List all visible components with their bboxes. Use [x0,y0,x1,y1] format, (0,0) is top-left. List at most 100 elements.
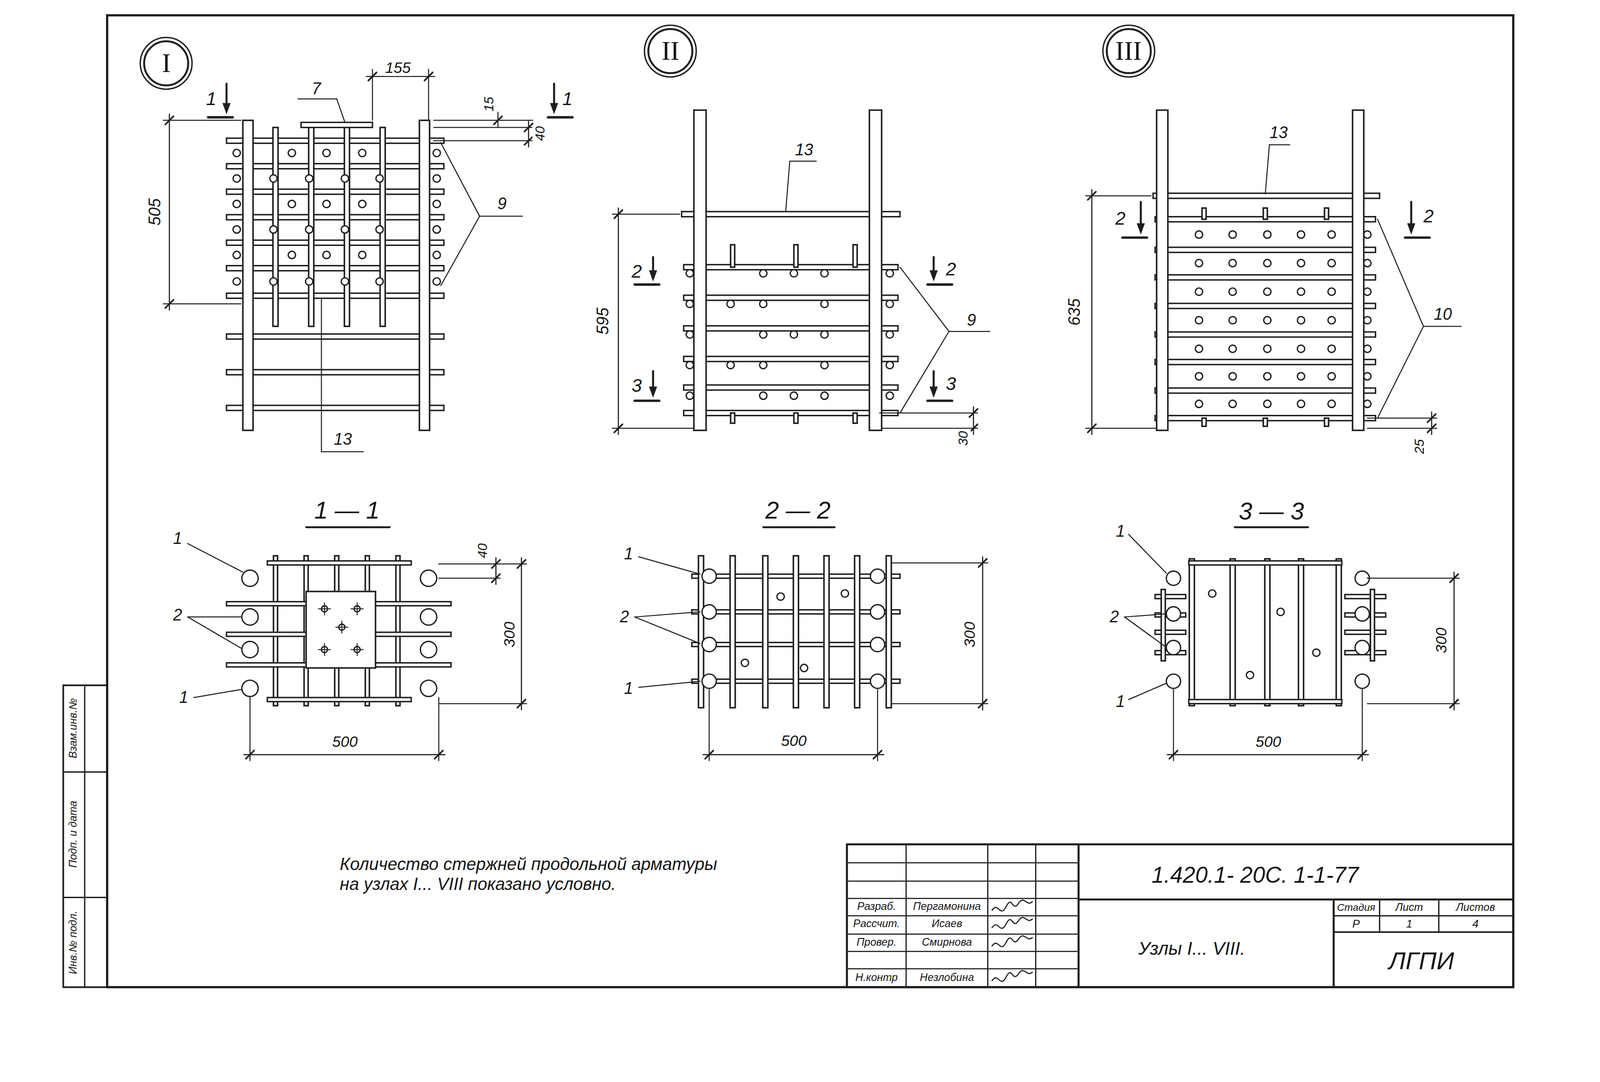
rebar-section [341,277,349,285]
callout-number: 2 [630,260,644,283]
rebar-section [1166,640,1181,656]
dimension-line [1091,189,1093,435]
node-numeral: II [642,23,699,79]
rebar-section [870,674,885,689]
rebar-section [241,570,259,587]
section-arrow [932,256,935,273]
rebar-section [1195,231,1203,239]
rebar-section [433,174,441,183]
rebar-section [702,568,717,584]
dimension-tick [978,559,987,568]
section-arrow [1139,202,1143,226]
dimension-line [1453,572,1455,710]
rebar-section [702,674,717,689]
leader-line [949,331,990,333]
signature [991,900,1033,912]
title-underline [306,526,391,529]
section-arrow [651,371,655,389]
rebar-section [1363,288,1371,296]
stirrup-bar [683,410,898,416]
rebar-section [1195,345,1203,353]
rebar-section [288,200,296,208]
rebar-section [886,330,894,338]
rebar-section [759,330,767,338]
dimension-tick [424,72,433,81]
leader-line [1377,219,1424,327]
title-block-cell: Листов [1455,901,1496,914]
stirrup-bar [1344,630,1386,635]
extension-line [433,126,533,128]
rebar-section [1228,259,1237,267]
longitudinal-bar [273,555,278,706]
dimension-tick [245,750,255,759]
callout-number: 1 [178,688,190,707]
rebar-section [322,200,331,208]
rebar-section [433,200,441,208]
leader-line [789,160,817,162]
leader-line [440,142,480,217]
extension-line [891,562,988,564]
stirrup-bar [683,385,898,391]
rebar-section [358,251,367,259]
leader-line [336,98,345,123]
rebar-section [870,568,885,584]
title-block-cell: Рассчит. [852,917,901,931]
callout-number: 13 [1268,123,1290,142]
dimension-tick [517,699,526,709]
longitudinal-bar [395,555,400,706]
callout-number: 155 [384,58,413,77]
dimension-tick [614,424,623,433]
sheet-frame [107,15,1514,988]
rebar-section [232,226,241,234]
rebar-section [686,392,694,400]
leader-line [479,215,523,217]
rebar-section [1228,372,1237,381]
rebar-section [1354,640,1370,656]
leader-line [440,216,480,286]
leader-line [1423,325,1461,327]
rebar-section [1297,259,1305,267]
stirrup-bar [1188,699,1342,704]
section-mark [927,283,953,286]
callout-number: 13 [793,140,815,160]
rebar-section [1263,288,1272,296]
rebar-section [820,392,829,400]
longitudinal-bar [793,413,798,424]
dimension-tick [1427,414,1436,423]
dimension-tick [1358,750,1367,759]
rebar-section [1363,372,1371,381]
rebar-section [790,392,798,400]
callout-number: 1 [560,88,574,110]
rebar-section [420,680,437,697]
rebar-section [232,251,241,259]
longitudinal-bar [1324,207,1329,220]
callout-number: 15 [481,95,497,113]
stirrup-bar [1155,359,1376,365]
rebar-section [759,392,767,400]
extension-line [881,428,978,429]
rebar-section [1263,345,1272,353]
callout-number: 300 [960,620,979,649]
rebar-section [841,589,849,598]
callout-number: 1 [622,544,635,564]
rebar-section [1297,400,1305,408]
title-block-cell: Р [1351,917,1361,931]
rebar-section [1297,316,1305,324]
rebar-section [305,174,313,183]
dimension-line [243,754,445,756]
stamp-cell: Инв.№ подл. [67,910,80,976]
rebar-section [1195,259,1203,267]
rebar-section [1363,400,1371,408]
rebar-section [375,277,384,285]
rebar-section [433,149,441,157]
section-mark [634,399,660,402]
stirrup-bar [226,293,444,299]
rebar-section [1263,400,1272,408]
stamp-cell: Подп. и дата [67,800,80,869]
stirrup-bar [267,697,412,702]
extension-line [612,428,694,429]
rebar-section [1228,316,1237,324]
rebar-section [886,300,894,308]
rebar-section [1363,259,1371,267]
dimension-tick [1169,750,1178,759]
